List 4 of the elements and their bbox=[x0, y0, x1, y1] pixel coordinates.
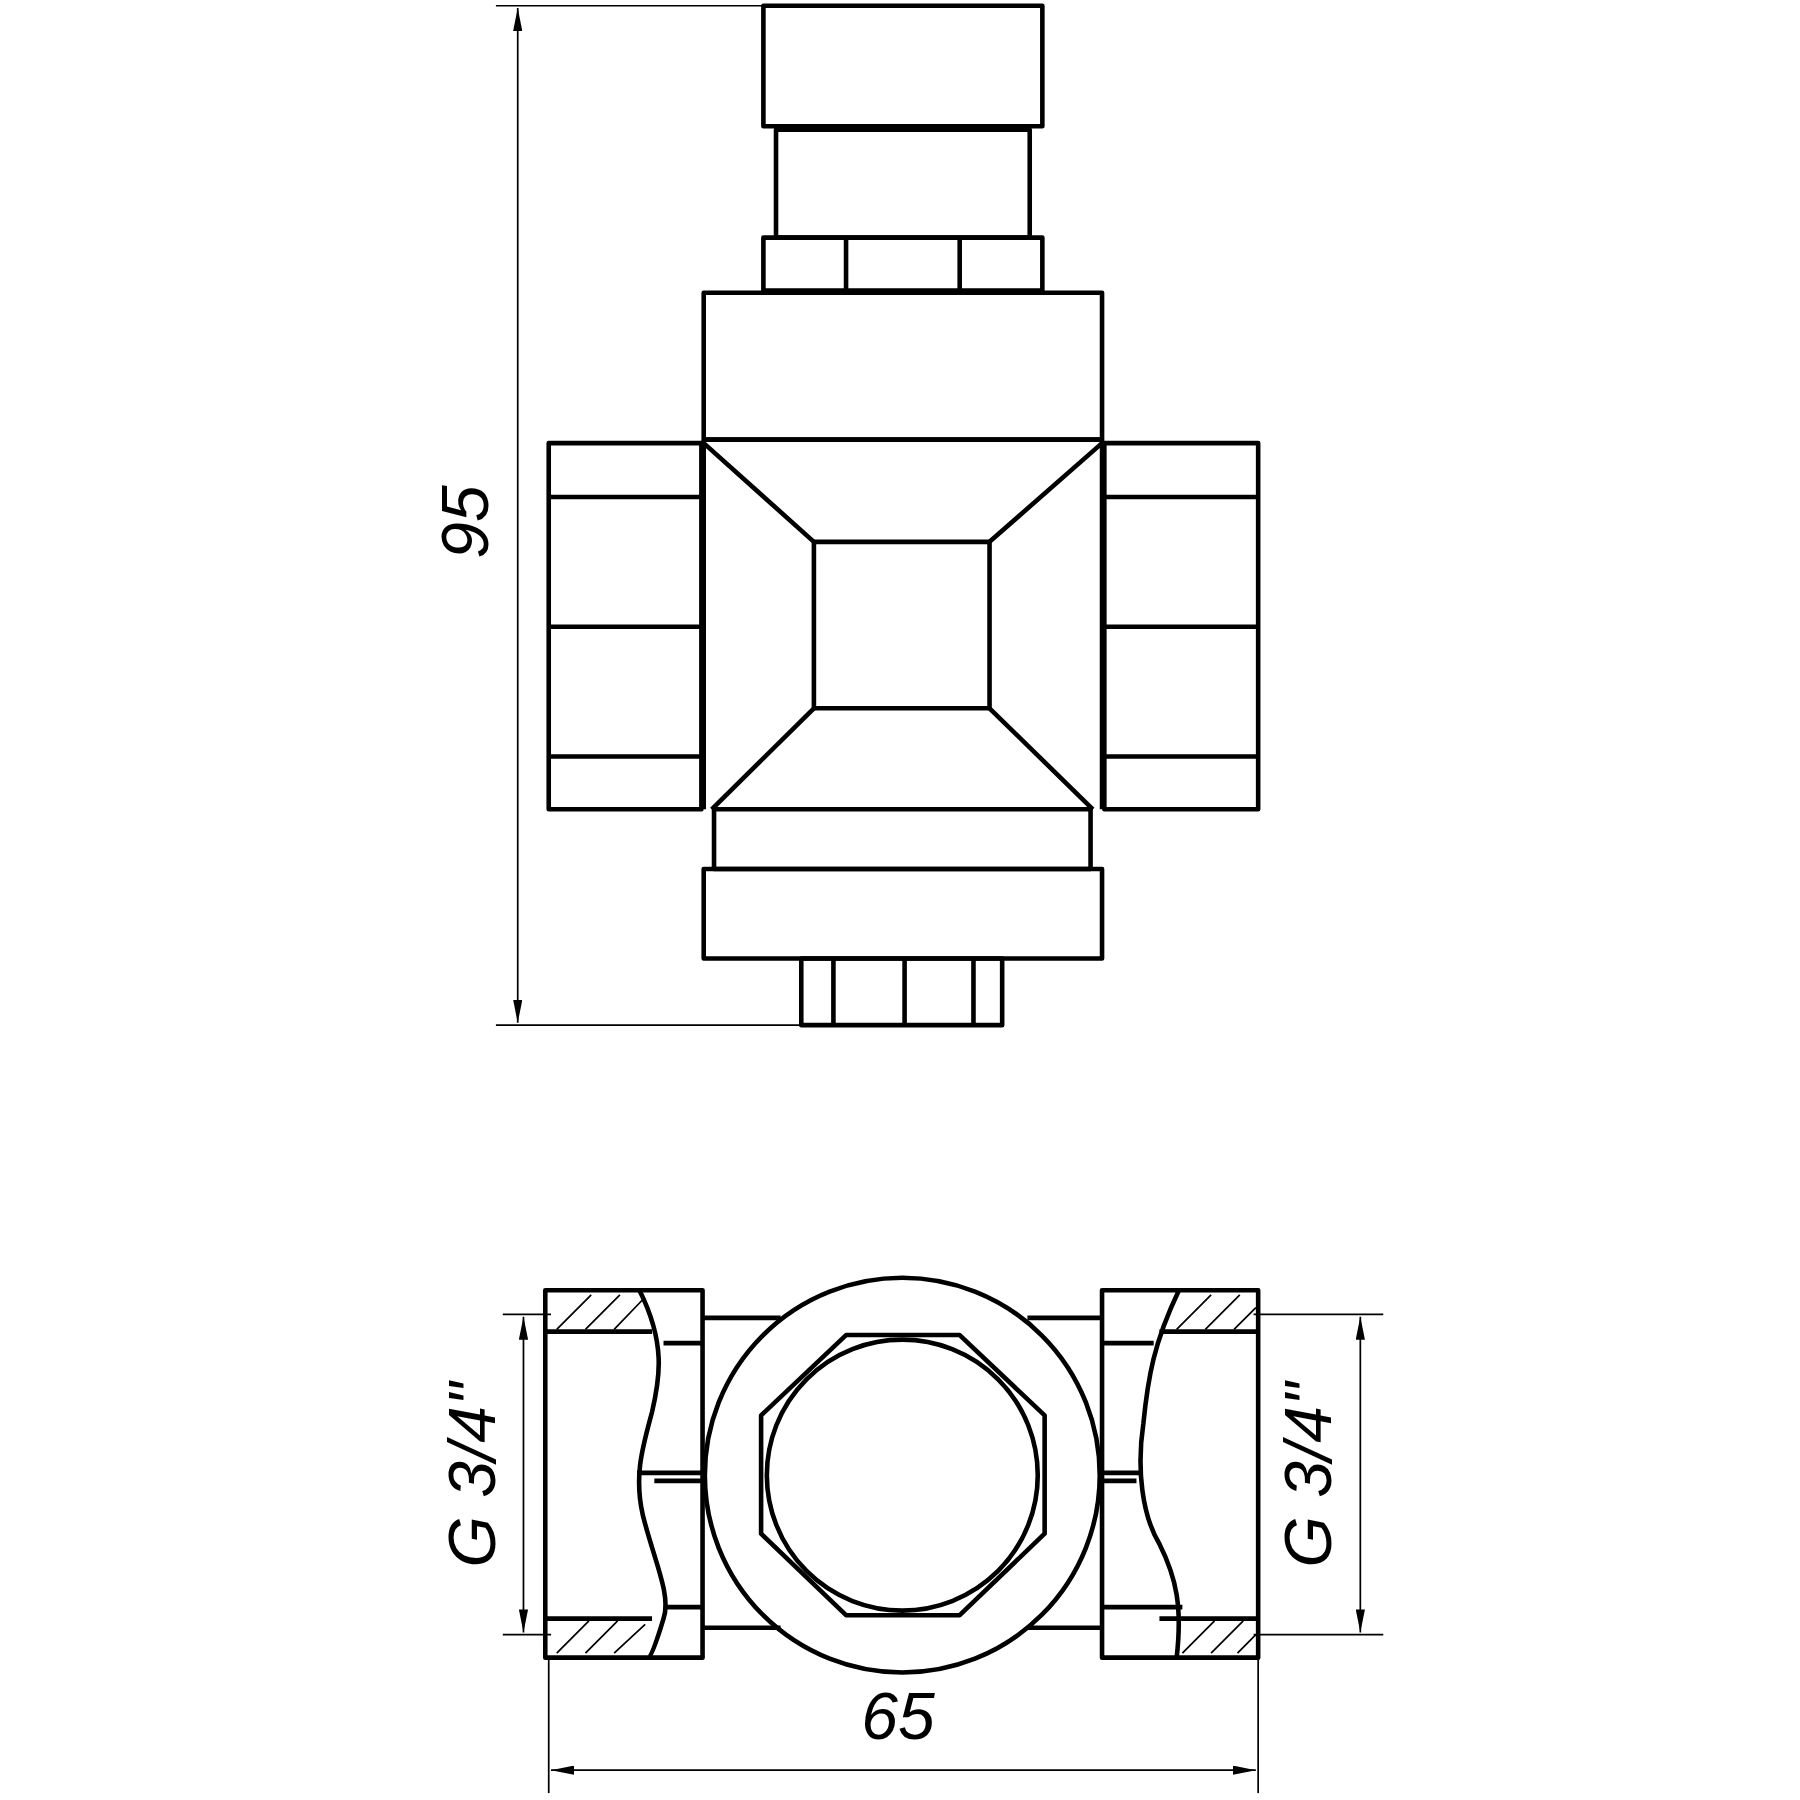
dimension-label: G 3/4" bbox=[439, 1382, 506, 1568]
dimension-label: 65 bbox=[861, 1683, 935, 1750]
dimension-label: 95 bbox=[432, 485, 499, 559]
dimension-label: G 3/4" bbox=[1275, 1382, 1342, 1568]
